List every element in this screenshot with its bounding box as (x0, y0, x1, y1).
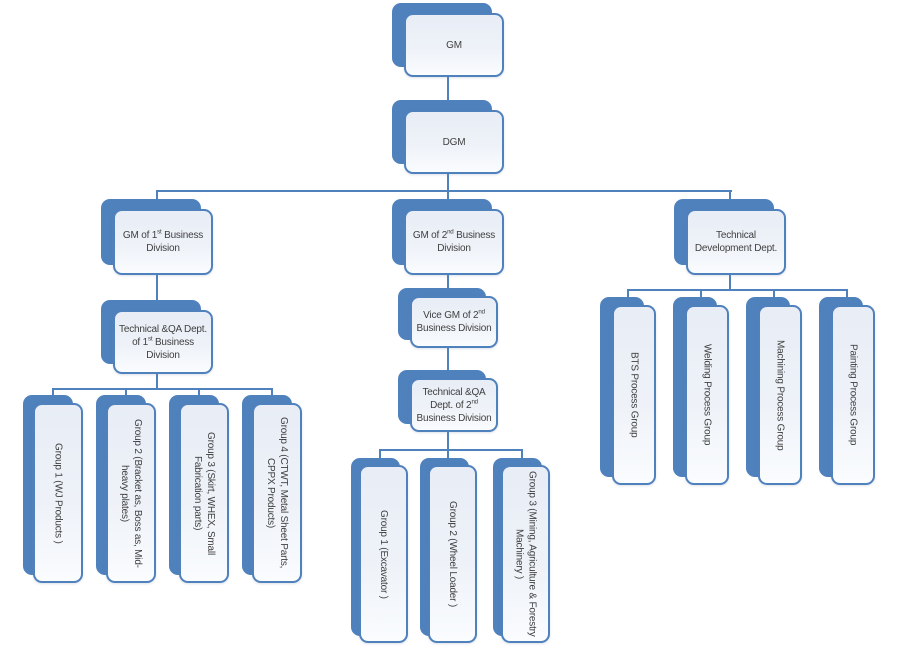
node-box: Group 3 (Mining, Agriculture & Forestry … (501, 465, 550, 643)
connector-drop-painting (846, 289, 848, 298)
node-label: GM (446, 39, 462, 51)
node-box: Group 1 (WJ Products ) (33, 403, 83, 583)
org-node-gm-2nd-division: GM of 2nd Business Division (392, 199, 504, 275)
node-label: Group 3 (Mining, Agriculture & Forestry … (513, 471, 538, 637)
node-box: Welding Process Group (685, 305, 729, 485)
node-label: Machining Process Group (774, 339, 786, 451)
org-node-group2-1st: Group 2 (Bracket as, Boss as, Mid-heavy … (96, 395, 156, 583)
node-box: Group 3 (Skirt, WHEX, Small Fabrication … (179, 403, 229, 583)
connector-drop-group3-2nd (521, 449, 523, 459)
node-box: GM of 1st Business Division (113, 209, 213, 275)
org-node-techqa-2nd-division: Technical &QA Dept. of 2nd Business Divi… (398, 370, 498, 432)
org-node-group3-1st: Group 3 (Skirt, WHEX, Small Fabrication … (169, 395, 229, 583)
node-box: GM (404, 13, 504, 77)
node-label: Group 3 (Skirt, WHEX, Small Fabrication … (192, 431, 216, 555)
connector-drop-welding (700, 289, 702, 298)
org-node-technical-development-dept: Technical Development Dept. (674, 199, 786, 275)
node-box: BTS Process Group (612, 305, 656, 485)
node-box: Machining Process Group (758, 305, 802, 485)
org-node-dgm: DGM (392, 100, 504, 174)
node-box: Group 1 (Excavator ) (359, 465, 408, 643)
org-node-group1-2nd: Group 1 (Excavator ) (351, 458, 408, 643)
connector-drop-group4-1st (271, 388, 273, 396)
node-box: Vice GM of 2nd Business Division (410, 296, 498, 348)
connector-drop-group2-1st (125, 388, 127, 396)
connector-level2-bus (156, 190, 732, 192)
connector-drop-group3-1st (198, 388, 200, 396)
org-node-bts-process-group: BTS Process Group (600, 297, 656, 485)
connector-vicegm-techqa2 (447, 348, 449, 370)
org-node-painting-process-group: Painting Process Group (819, 297, 875, 485)
connector-drop-group1-1st (52, 388, 54, 396)
connector-gm2nd-vicegm (447, 275, 449, 289)
org-node-gm: GM (392, 3, 504, 77)
node-label: Vice GM of 2nd Business Division (416, 308, 492, 334)
org-node-welding-process-group: Welding Process Group (673, 297, 729, 485)
node-label: GM of 2nd Business Division (412, 228, 496, 254)
connector-drop-group1-2nd (379, 449, 381, 459)
connector-drop-group2-2nd (447, 449, 449, 459)
node-label: BTS Process Group (628, 352, 640, 438)
connector-drop-techdev (729, 190, 731, 200)
node-label: Group 1 (Excavator ) (378, 509, 389, 599)
node-box: Technical &QA Dept. of 1st Business Divi… (113, 310, 213, 374)
node-label: Painting Process Group (847, 344, 859, 446)
node-box: Group 2 (Bracket as, Boss as, Mid-heavy … (106, 403, 156, 583)
node-label: DGM (442, 136, 466, 148)
node-label: Technical &QA Dept. of 2nd Business Divi… (416, 386, 492, 424)
node-label: GM of 1st Business Division (122, 228, 204, 254)
org-node-group4-1st: Group 4 (CTWT, Metal Sheet Parts, CPPX P… (242, 395, 302, 583)
org-node-group2-2nd: Group 2 (Wheel Loader ) (420, 458, 477, 643)
connector-gm-dgm (447, 77, 449, 100)
connector-drop-gm2nd (447, 190, 449, 200)
connector-dgm-stub (447, 174, 449, 191)
connector-groups1-bus (52, 388, 273, 390)
org-node-vice-gm-2nd-division: Vice GM of 2nd Business Division (398, 288, 498, 348)
node-box: Group 4 (CTWT, Metal Sheet Parts, CPPX P… (252, 403, 302, 583)
node-box: Technical Development Dept. (686, 209, 786, 275)
node-label: Welding Process Group (701, 344, 713, 446)
connector-drop-gm1st (156, 190, 158, 200)
org-node-group3-2nd: Group 3 (Mining, Agriculture & Forestry … (493, 458, 550, 643)
node-box: GM of 2nd Business Division (404, 209, 504, 275)
connector-techdev-stub (729, 275, 731, 290)
node-box: Painting Process Group (831, 305, 875, 485)
connector-groups2-bus (379, 449, 523, 451)
connector-drop-machining (773, 289, 775, 298)
node-label: Group 4 (CTWT, Metal Sheet Parts, CPPX P… (265, 417, 289, 569)
node-label: Technical &QA Dept. of 1st Business Divi… (119, 323, 207, 361)
node-label: Group 2 (Bracket as, Boss as, Mid-heavy … (119, 418, 143, 568)
org-node-gm-1st-division: GM of 1st Business Division (101, 199, 213, 275)
node-box: Group 2 (Wheel Loader ) (428, 465, 477, 643)
connector-techqa1-stub (156, 374, 158, 389)
node-label: Group 2 (Wheel Loader ) (447, 500, 458, 607)
org-node-techqa-1st-division: Technical &QA Dept. of 1st Business Divi… (101, 300, 213, 374)
node-label: Technical Development Dept. (694, 230, 778, 254)
connector-drop-bts (627, 289, 629, 298)
connector-techqa2-stub (447, 432, 449, 450)
org-node-machining-process-group: Machining Process Group (746, 297, 802, 485)
org-node-group1-1st: Group 1 (WJ Products ) (23, 395, 83, 583)
connector-process-bus (627, 289, 848, 291)
connector-gm1st-techqa1 (156, 275, 158, 300)
node-label: Group 1 (WJ Products ) (52, 442, 64, 544)
node-box: Technical &QA Dept. of 2nd Business Divi… (410, 378, 498, 432)
node-box: DGM (404, 110, 504, 174)
